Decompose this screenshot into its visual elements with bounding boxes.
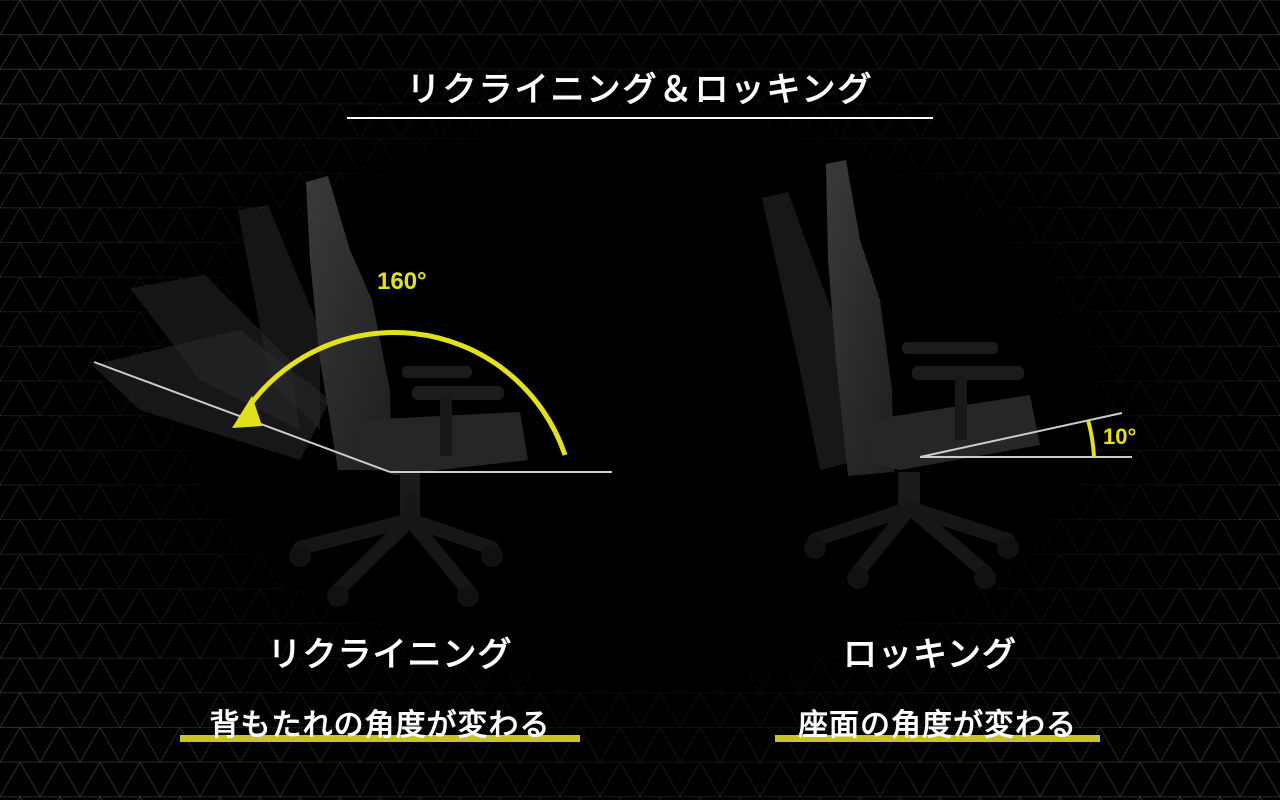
five-star-base bbox=[293, 493, 499, 597]
recline-angle-arc bbox=[237, 330, 568, 456]
recline-description-text: 背もたれの角度が変わる bbox=[209, 708, 551, 743]
seat bbox=[868, 395, 1040, 470]
rocking-label: ロッキング bbox=[843, 635, 1017, 675]
arc-arrowhead bbox=[232, 396, 262, 428]
rocking-chair-illustration bbox=[762, 160, 1132, 589]
text-highlight-bar bbox=[775, 735, 1100, 742]
recline-label: リクライニング bbox=[267, 635, 513, 675]
armrest-pad bbox=[912, 366, 1024, 380]
text-highlight-bar bbox=[180, 735, 580, 742]
gas-lift bbox=[898, 472, 920, 510]
recline-description: 背もたれの角度が変わる bbox=[180, 700, 580, 744]
rocking-description-text: 座面の角度が変わる bbox=[798, 708, 1077, 743]
five-star-base bbox=[808, 501, 1015, 579]
title-underline bbox=[347, 117, 933, 119]
backrest bbox=[306, 176, 392, 470]
armrest-pad bbox=[412, 386, 504, 400]
armrest-pad bbox=[402, 366, 472, 378]
rocking-description: 座面の角度が変わる bbox=[775, 700, 1100, 744]
page-title: リクライニング＆ロッキング bbox=[406, 70, 874, 110]
rocking-angle-arc bbox=[1086, 419, 1096, 458]
recline-angle-value: 160° bbox=[377, 268, 427, 295]
rocking-angle-value: 10° bbox=[1103, 424, 1137, 449]
reclining-chair-illustration bbox=[92, 176, 612, 607]
backrest bbox=[826, 160, 894, 476]
armrest-pad bbox=[902, 342, 998, 354]
